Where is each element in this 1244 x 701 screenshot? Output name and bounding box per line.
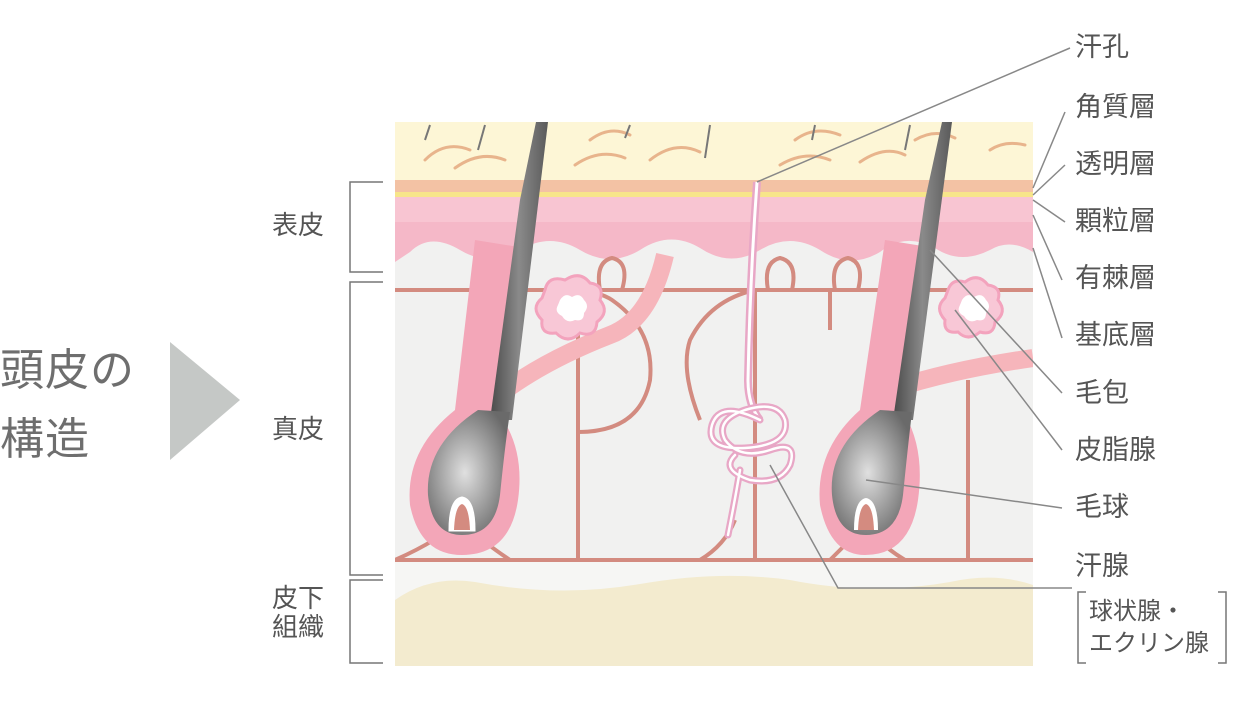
bracket-eccrine-left (1077, 591, 1086, 664)
label-stratum-lucidum: 透明層 (1075, 149, 1156, 180)
label-sweat-pore: 汗孔 (1075, 32, 1129, 63)
label-sebaceous-gland: 皮脂腺 (1075, 435, 1156, 466)
right-hair-shaft (893, 122, 952, 420)
bracket-dermis (349, 281, 383, 576)
arrow-triangle (170, 342, 240, 460)
leader-lines (756, 47, 1072, 589)
bracket-subcutis (349, 579, 383, 664)
title-line-1: 頭皮の (0, 345, 135, 396)
sebaceous-gland-left (534, 274, 606, 341)
label-subcutis-line1: 皮下 (272, 584, 325, 614)
granular-band (395, 197, 1033, 222)
stratum-granulosum (395, 192, 1033, 197)
label-dermis: 真皮 (272, 415, 325, 445)
label-eccrine-line2: エクリン腺 (1089, 629, 1209, 657)
layer-brackets (349, 181, 1227, 664)
label-stratum-corneum: 角質層 (1075, 92, 1156, 123)
bracket-epidermis (349, 181, 383, 273)
label-sweat-gland: 汗腺 (1075, 551, 1129, 582)
corneum-flakes (423, 129, 1027, 170)
label-hair-bulb: 毛球 (1075, 492, 1129, 523)
bracket-eccrine-right (1218, 591, 1227, 664)
left-hair-shaft (490, 122, 548, 420)
eccrine-sweat-gland (707, 403, 796, 539)
label-stratum-granulosum: 顆粒層 (1075, 206, 1156, 237)
label-stratum-spinosum: 有棘層 (1075, 263, 1156, 294)
left-dermal-papilla (454, 504, 470, 530)
subcutis-fat (395, 575, 1033, 666)
stratum-corneum (395, 122, 1033, 182)
sebaceous-gland-right (938, 276, 1004, 339)
right-dermal-papilla (858, 504, 874, 530)
label-subcutis-line2: 組織 (272, 613, 325, 643)
right-hair-bulb (831, 410, 912, 535)
corneum-hairs (424, 124, 911, 159)
label-eccrine-line1: 球状腺・ (1089, 597, 1185, 625)
label-stratum-basale: 基底層 (1075, 320, 1156, 351)
title-line-2: 構造 (0, 414, 90, 465)
left-hair-bulb (427, 410, 510, 535)
label-epidermis: 表皮 (272, 211, 325, 241)
stratum-lucidum (395, 180, 1033, 192)
label-hair-follicle: 毛包 (1075, 378, 1129, 409)
